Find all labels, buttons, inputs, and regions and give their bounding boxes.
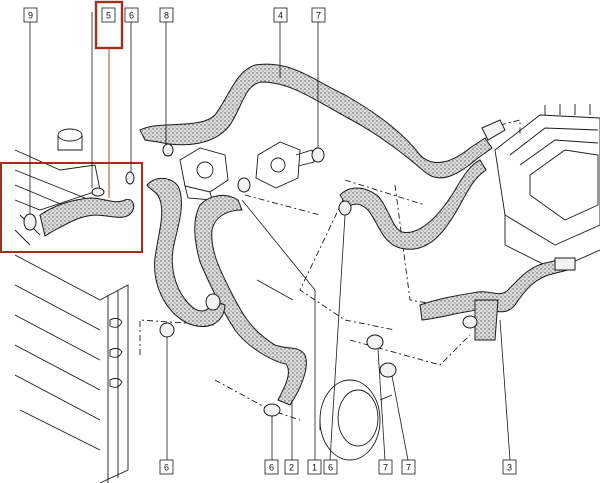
callout-6-bottom-a: 6 xyxy=(159,459,174,475)
svg-text:7: 7 xyxy=(316,11,321,21)
callout-8-top: 8 xyxy=(159,7,174,23)
svg-text:4: 4 xyxy=(278,11,283,21)
hose-4 xyxy=(139,63,493,179)
callout-7-bottom-b: 7 xyxy=(401,459,416,475)
callout-3-bottom: 3 xyxy=(502,459,517,475)
callout-7-bottom-a: 7 xyxy=(378,459,393,475)
callout-1-bottom: 1 xyxy=(307,459,322,475)
oil-cooler xyxy=(319,379,393,461)
hose-3 xyxy=(419,257,569,341)
svg-text:6: 6 xyxy=(129,11,134,21)
hose-1 xyxy=(194,194,307,406)
callout-6-bottom-c: 6 xyxy=(323,459,338,475)
callout-7-top: 7 xyxy=(311,7,326,23)
callout-5-top: 5 xyxy=(94,0,124,50)
hose-8-part xyxy=(339,159,487,250)
svg-text:5: 5 xyxy=(106,11,111,21)
callout-6-bottom-b: 6 xyxy=(264,459,279,475)
callout-6-top: 6 xyxy=(124,7,139,23)
radiator xyxy=(14,254,129,483)
callout-2-bottom: 2 xyxy=(284,459,299,475)
svg-text:9: 9 xyxy=(28,11,33,21)
svg-text:1: 1 xyxy=(312,463,317,473)
hose-clamps xyxy=(23,119,576,417)
svg-text:8: 8 xyxy=(164,11,169,21)
svg-text:2: 2 xyxy=(289,463,294,473)
svg-text:6: 6 xyxy=(328,463,333,473)
bottom-callout-leaders xyxy=(166,199,511,461)
svg-text:7: 7 xyxy=(383,463,388,473)
top-callout-leaders xyxy=(29,12,319,214)
water-outlet xyxy=(255,141,315,189)
thermostat-housing xyxy=(179,147,229,201)
callout-4-top: 4 xyxy=(273,7,288,23)
svg-text:6: 6 xyxy=(269,463,274,473)
highlight-box xyxy=(0,162,143,253)
svg-text:3: 3 xyxy=(507,463,512,473)
heater-box xyxy=(494,104,600,271)
svg-text:7: 7 xyxy=(406,463,411,473)
callout-9-top: 9 xyxy=(23,7,38,23)
hose-5 xyxy=(39,197,135,237)
svg-text:6: 6 xyxy=(164,463,169,473)
